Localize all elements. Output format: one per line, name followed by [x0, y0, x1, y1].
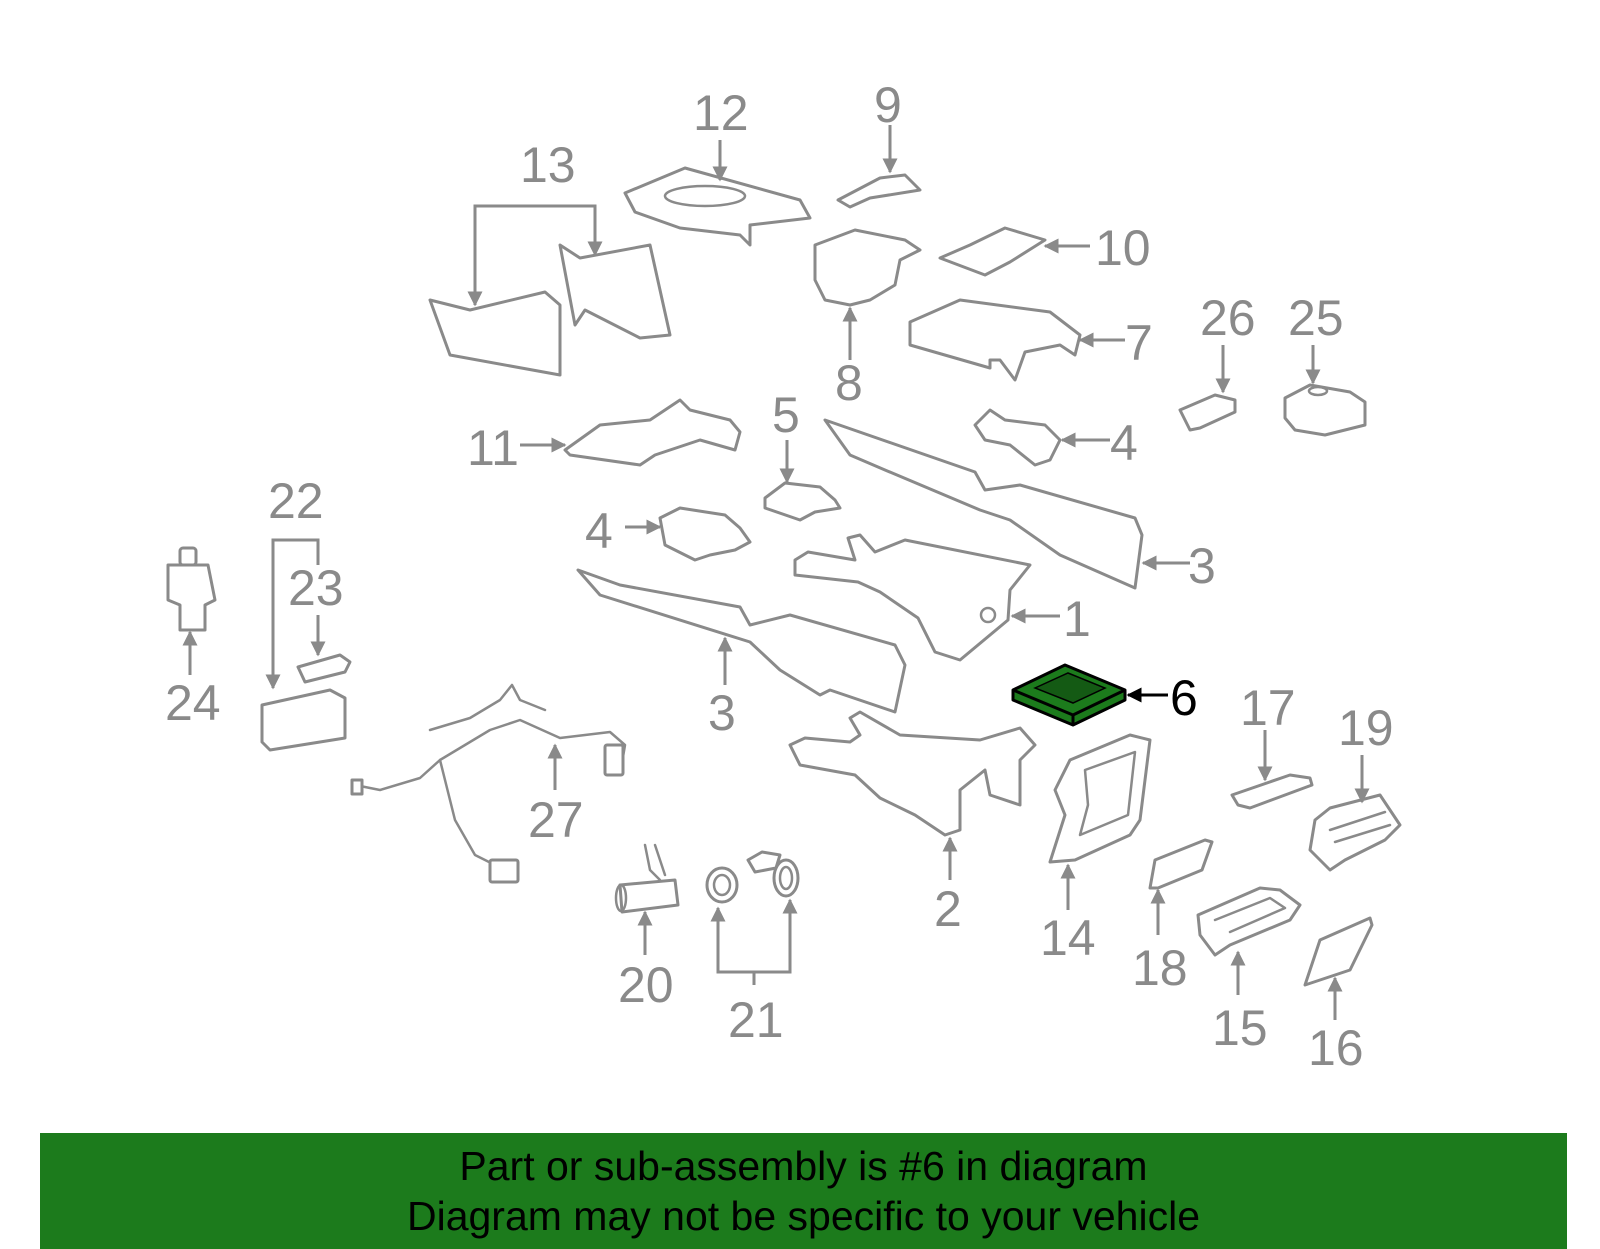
- part-25[interactable]: [1283, 383, 1367, 437]
- callout-6: 6: [1170, 670, 1198, 726]
- info-banner: Part or sub-assembly is #6 in diagram Di…: [40, 1133, 1567, 1249]
- callout-25: 25: [1288, 290, 1344, 346]
- part-10[interactable]: [938, 226, 1047, 277]
- callout-10: 10: [1095, 220, 1151, 276]
- callout-23: 23: [288, 560, 344, 616]
- part-3-side-panel-right[interactable]: [823, 418, 1144, 590]
- part-7-armrest-lid[interactable]: [908, 298, 1082, 382]
- callout-12: 12: [693, 85, 749, 141]
- callout-1: 1: [1063, 591, 1091, 647]
- part-5[interactable]: [763, 481, 842, 522]
- callout-3-right: 3: [1188, 538, 1216, 594]
- part-14-bezel[interactable]: [1048, 733, 1152, 864]
- part-1-console-body[interactable]: [793, 533, 1032, 662]
- callout-5: 5: [772, 387, 800, 443]
- callout-24: 24: [165, 675, 221, 731]
- callout-2: 2: [934, 881, 962, 937]
- callout-16: 16: [1308, 1020, 1364, 1076]
- part-2-bracket[interactable]: [788, 710, 1037, 837]
- part-18-cover[interactable]: [1148, 838, 1214, 890]
- leader-21: [710, 898, 798, 974]
- leader-13: [467, 204, 603, 307]
- part-6-storage-tray[interactable]: [1011, 663, 1127, 727]
- part-3-side-panel-left[interactable]: [576, 568, 907, 714]
- part-15-storage-bin[interactable]: [1196, 886, 1302, 957]
- callout-18: 18: [1132, 940, 1188, 996]
- part-13-panels[interactable]: [428, 243, 672, 377]
- callout-26: 26: [1200, 290, 1256, 346]
- part-11[interactable]: [563, 398, 742, 467]
- banner-line-2: Diagram may not be specific to your vehi…: [406, 1193, 1200, 1239]
- callout-13: 13: [520, 137, 576, 193]
- part-24-switch[interactable]: [166, 546, 217, 632]
- part-21-socket-bezels[interactable]: [705, 850, 800, 904]
- callout-9: 9: [874, 77, 902, 133]
- part-17[interactable]: [1230, 773, 1314, 810]
- part-23-connector[interactable]: [296, 653, 352, 684]
- part-4-bezel-left[interactable]: [658, 506, 752, 562]
- banner-line-1: Part or sub-assembly is #6 in diagram: [459, 1143, 1148, 1189]
- callout-20: 20: [618, 957, 674, 1013]
- callout-15: 15: [1212, 1000, 1268, 1056]
- callout-3-left: 3: [708, 685, 736, 741]
- part-16-plate[interactable]: [1303, 916, 1374, 987]
- callout-4-right: 4: [1110, 415, 1138, 471]
- callout-11: 11: [467, 420, 519, 476]
- part-12-trim-plate[interactable]: [623, 166, 812, 247]
- callout-8: 8: [835, 355, 863, 411]
- part-19-outlet[interactable]: [1308, 793, 1402, 872]
- part-20-power-socket[interactable]: [614, 843, 680, 914]
- callout-4-left: 4: [585, 503, 613, 559]
- part-9[interactable]: [836, 173, 922, 209]
- callout-14: 14: [1040, 910, 1096, 966]
- callout-7: 7: [1125, 315, 1153, 371]
- callout-19: 19: [1338, 700, 1394, 756]
- leader-22: [265, 538, 320, 690]
- callout-27: 27: [528, 792, 584, 848]
- part-27-wiring-harness[interactable]: [350, 683, 627, 884]
- callout-22: 22: [268, 473, 324, 529]
- callout-17: 17: [1240, 680, 1296, 736]
- callout-21: 21: [728, 992, 784, 1048]
- part-26[interactable]: [1178, 393, 1237, 432]
- part-8-cup-holder[interactable]: [813, 228, 922, 307]
- part-22-module[interactable]: [260, 688, 347, 752]
- part-4-bracket-right[interactable]: [973, 408, 1062, 467]
